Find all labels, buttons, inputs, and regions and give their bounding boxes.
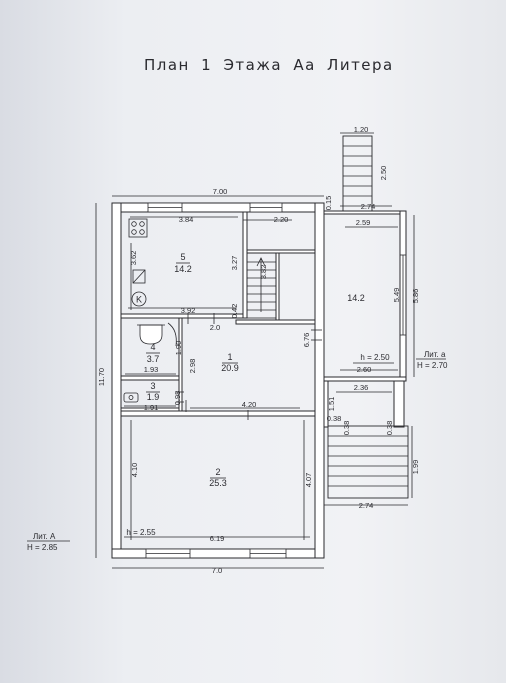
plan-title: План 1 Этажа Аа Литера <box>144 56 394 74</box>
dim-7-00: 7.00 <box>213 187 228 196</box>
dim-0-15: 0.15 <box>324 196 333 211</box>
dim-2-60: 2.60 <box>357 365 372 374</box>
dim-1-99: 1.99 <box>411 460 420 475</box>
annex-windows <box>400 254 406 336</box>
dim-0-38-b: 0.38 <box>342 421 351 436</box>
dim-7-0: 7.0 <box>212 566 222 575</box>
dim-4-07: 4.07 <box>304 473 313 488</box>
room-2-number: 2 <box>215 467 220 477</box>
liter-a-small-name: Лит. а <box>424 350 446 359</box>
stove-icon <box>128 218 148 238</box>
room-1-area: 20.9 <box>221 363 239 373</box>
dim-3-27: 3.27 <box>230 256 239 271</box>
dim-0-38-a: 0.38 <box>327 414 342 423</box>
height-annex: h = 2.50 <box>360 353 390 362</box>
liter-a-small-height: H = 2.70 <box>417 361 448 370</box>
sink-icon <box>132 269 146 284</box>
room-4-area: 3.7 <box>147 354 160 364</box>
dim-3-82: 3.82 <box>259 265 268 280</box>
dim-4-10: 4.10 <box>130 463 139 478</box>
room-2-area: 25.3 <box>209 478 227 488</box>
room-3-area: 1.9 <box>147 392 160 402</box>
porch-steps <box>327 425 409 499</box>
stairs-icon <box>246 252 277 319</box>
dim-4-20: 4.20 <box>242 400 257 409</box>
room-5-area: 14.2 <box>174 264 192 274</box>
windows <box>145 202 287 559</box>
liter-a-big-height: H = 2.85 <box>27 543 58 552</box>
annex-room-area: 14.2 <box>347 293 365 303</box>
dim-6-76: 6.76 <box>302 333 311 348</box>
room-1-number: 1 <box>227 352 232 362</box>
annex-walls <box>323 210 407 428</box>
dim-3-92: 3.92 <box>181 306 196 315</box>
boiler-icon: K <box>131 291 147 307</box>
height-main: h = 2.55 <box>126 528 156 537</box>
door-marks <box>176 313 322 420</box>
toilet-icon <box>137 322 177 347</box>
dim-1-51: 1.51 <box>327 397 336 412</box>
dim-0-42: 0.42 <box>230 304 239 319</box>
dim-1-93: 1.93 <box>144 365 159 374</box>
dim-2-59: 2.59 <box>356 218 371 227</box>
room-4-number: 4 <box>150 342 155 352</box>
dim-1-91: 1.91 <box>144 403 159 412</box>
dim-3-84: 3.84 <box>179 215 194 224</box>
dim-0-38-c: 0.38 <box>385 421 394 436</box>
dim-0-98: 0.98 <box>173 391 182 406</box>
room-3-number: 3 <box>150 381 155 391</box>
dim-11-70: 11.70 <box>97 368 106 386</box>
dim-1-20: 1.20 <box>354 125 369 134</box>
dim-2-74-top: 2.74 <box>361 202 376 211</box>
dim-5-86: 5.86 <box>411 289 420 304</box>
dim-6-19: 6.19 <box>210 534 225 543</box>
top-steps <box>342 135 373 212</box>
dimension-labels: 7.00 3.84 2.20 3.62 3.27 3.82 3.92 0.42 … <box>97 125 420 575</box>
dimension-lines <box>95 132 415 569</box>
liter-a-big-name: Лит. А <box>33 532 56 541</box>
dim-2-0: 2.0 <box>210 323 220 332</box>
dim-5-49: 5.49 <box>392 288 401 303</box>
dim-2-20: 2.20 <box>274 215 289 224</box>
room-5-number: 5 <box>180 252 185 262</box>
room-labels: 5 14.2 4 3.7 3 1.9 1 20.9 2 25.3 14.2 <box>146 252 365 488</box>
bathtub-icon <box>123 392 139 403</box>
dim-2-74-bottom: 2.74 <box>359 501 374 510</box>
dim-2-98: 2.98 <box>188 359 197 374</box>
dim-3-62: 3.62 <box>129 251 138 266</box>
boiler-symbol: K <box>136 295 142 305</box>
dim-2-36: 2.36 <box>354 383 369 392</box>
dim-2-50: 2.50 <box>379 166 388 181</box>
dim-1-90: 1.90 <box>174 341 183 356</box>
